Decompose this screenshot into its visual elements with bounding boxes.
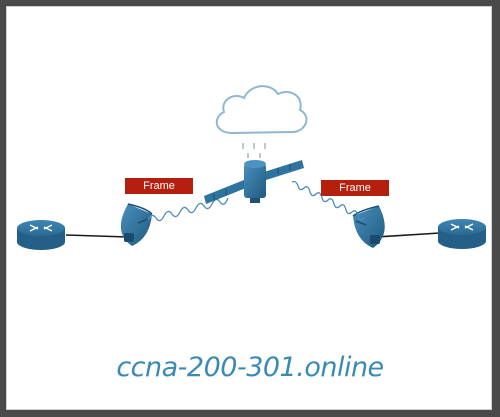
frame-label-right: Frame: [321, 180, 389, 196]
link-right: [375, 232, 441, 238]
wireless-signal-right: [291, 180, 365, 221]
wireless-signal-left: [147, 197, 229, 222]
router-right-icon: [438, 219, 486, 249]
watermark-text: ccna-200-301.online: [116, 352, 384, 383]
cloud-icon: [215, 85, 308, 158]
satellite-dish-left-icon: [120, 203, 153, 246]
satellite-dish-right-icon: [352, 205, 385, 248]
link-left: [65, 234, 129, 238]
satellite-icon: [204, 160, 304, 204]
router-left-icon: [17, 220, 65, 250]
diagram-frame: [6, 6, 492, 410]
frame-label-left: Frame: [125, 178, 193, 194]
